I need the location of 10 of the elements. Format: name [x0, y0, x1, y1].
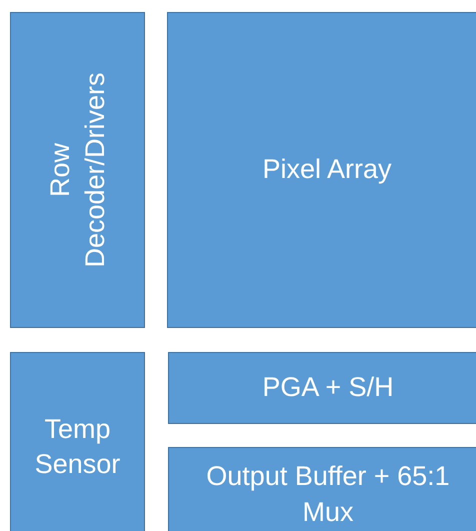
decoder-block	[10, 12, 145, 328]
pixel-array-block	[167, 12, 476, 328]
block-label: Row Decoder/Drivers	[43, 71, 110, 270]
block-label: Pixel Array	[262, 153, 392, 186]
buffer-block	[168, 447, 476, 531]
block-label: Temp Sensor	[34, 412, 122, 481]
sensor-block	[10, 352, 145, 531]
block-label: PGA + S/H	[262, 371, 394, 404]
block-label: Output Buffer + 65:1 Mux	[205, 460, 451, 528]
amplifier-block	[168, 352, 476, 424]
